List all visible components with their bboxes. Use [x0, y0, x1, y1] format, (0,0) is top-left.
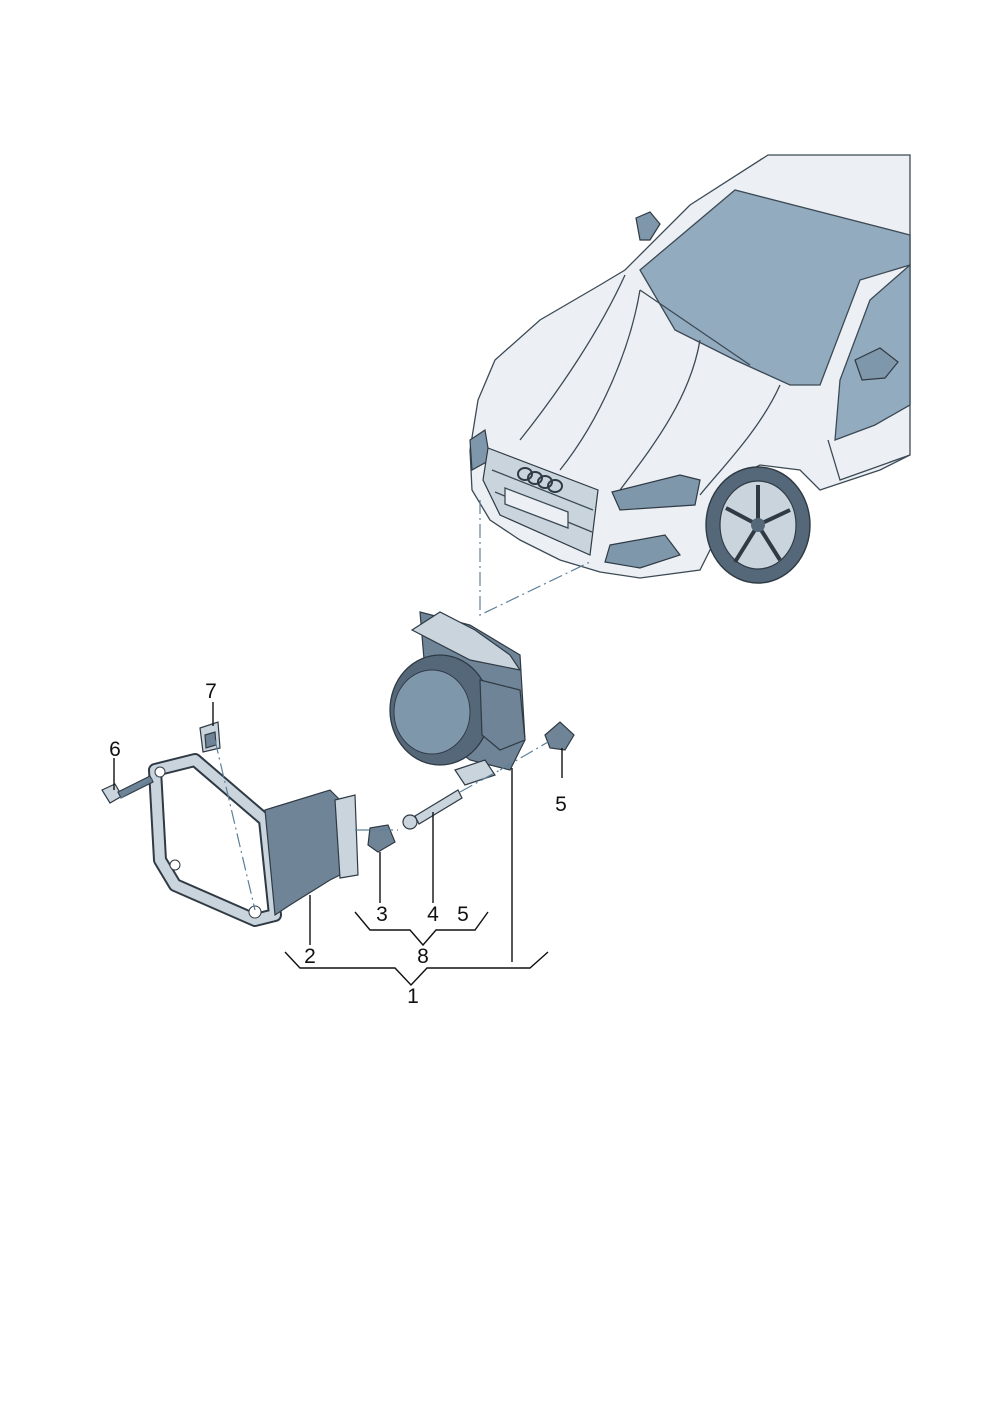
radar-sensor-unit: [389, 611, 526, 786]
callout-6: 6: [109, 738, 121, 761]
clip-nut: [199, 721, 221, 753]
ball-socket: [544, 721, 575, 751]
callout-4: 4: [427, 903, 439, 926]
location-leader: [479, 500, 591, 616]
mounting-bracket: [148, 753, 359, 927]
brand-rings-logo: [517, 467, 563, 493]
callout-5: 5: [555, 793, 567, 816]
side-mirror: [854, 347, 899, 381]
headlight: [611, 474, 701, 511]
callout-2: 2: [304, 945, 316, 968]
bolt: [101, 775, 154, 804]
fog-intake: [604, 534, 681, 569]
callout-5-group: 5: [457, 903, 469, 926]
callout-leaders: [113, 702, 563, 987]
front-wheel: [705, 466, 811, 584]
callout-8: 8: [417, 945, 429, 968]
side-mirror-left: [635, 211, 661, 241]
callout-3: 3: [376, 903, 388, 926]
callout-7: 7: [205, 680, 217, 703]
license-plate: [504, 487, 569, 529]
adjusting-screw: [402, 789, 463, 830]
car-front-illustration: [469, 154, 911, 584]
callout-1: 1: [407, 985, 419, 1008]
adjusting-nut: [367, 824, 396, 853]
